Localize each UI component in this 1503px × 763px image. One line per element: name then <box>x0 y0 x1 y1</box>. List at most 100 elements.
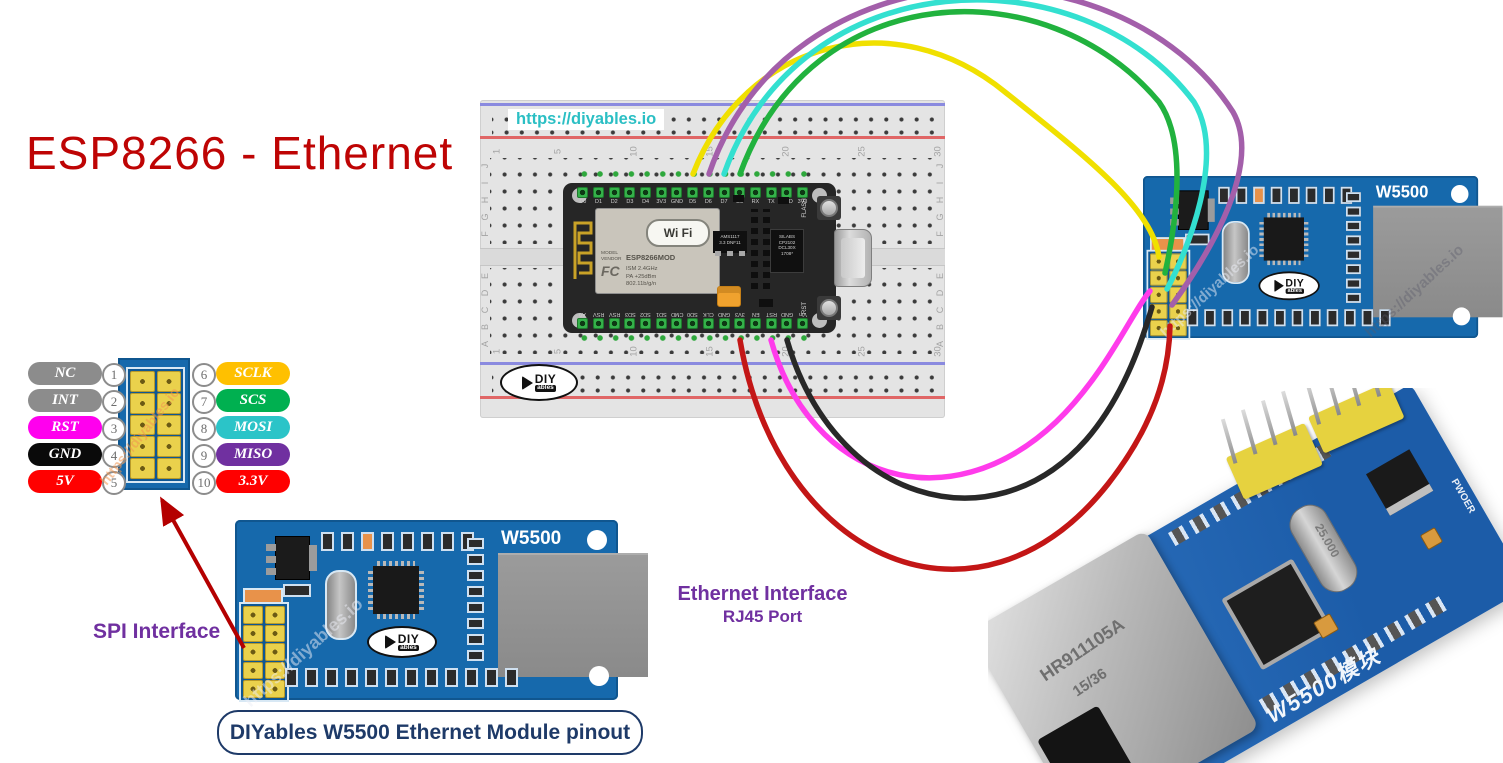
breadboard-mark: H <box>935 196 945 204</box>
voltage-regulator <box>266 536 317 580</box>
breadboard-mark: I <box>480 181 490 185</box>
spi-interface-label: SPI Interface <box>93 620 221 643</box>
smd-pad <box>425 668 438 687</box>
w5500-chip <box>368 561 424 619</box>
breadboard-mark: 25 <box>856 146 868 157</box>
breadboard-mark: 20 <box>780 346 792 357</box>
esp8266-pin-d6: D6 <box>701 187 717 205</box>
header-pin <box>1150 286 1168 303</box>
esp8266-board: D0D1D2D3D43V3GNDD5D6D7D8RXTXGND3V3 A0RSV… <box>563 183 872 333</box>
breadboard-rail-line <box>480 136 945 139</box>
spi-header <box>1148 251 1189 338</box>
esp8266-pin-3v3: 3V3 <box>732 311 748 329</box>
smd-pad <box>1221 309 1234 327</box>
regulator-text: 3.3 DNF11 <box>719 240 741 245</box>
pinout-pin-scs: SCS <box>216 389 290 412</box>
flash-button-cap <box>820 199 838 217</box>
breadboard-mark: E <box>935 273 945 280</box>
pinout-number: 3 <box>102 417 126 441</box>
chip-text: 1708* <box>780 250 793 256</box>
header-pin <box>243 680 263 698</box>
header-pin <box>1150 320 1168 337</box>
smd-pad <box>1185 233 1210 246</box>
rj45-part-number: HR911105A <box>1036 614 1129 686</box>
reset-label: RST <box>802 302 808 314</box>
smd-pad <box>325 668 338 687</box>
reset-button <box>817 296 841 320</box>
pinout-pin-nc: NC <box>28 362 102 385</box>
smd-part <box>778 197 789 204</box>
header-pin <box>156 414 181 436</box>
diyables-url-label: https://diyables.io <box>508 109 665 130</box>
breadboard-rail-line <box>480 396 945 399</box>
smd-pad <box>1346 264 1361 275</box>
regulator-legs <box>266 541 276 575</box>
pinout-number: 9 <box>192 444 216 468</box>
antenna-icon <box>573 221 593 279</box>
esp8266-pin-rx: RX <box>748 187 764 205</box>
smd-pad <box>1235 186 1248 204</box>
breadboard-mark: C <box>480 306 490 314</box>
breadboard-mark: C <box>935 306 945 314</box>
smd-pad <box>1253 186 1265 204</box>
smd-pad <box>505 668 518 687</box>
smd-pad <box>1346 206 1361 217</box>
header-pin <box>265 606 285 624</box>
smd-pad <box>345 668 358 687</box>
breadboard-mark: 1 <box>491 348 503 355</box>
header-pin <box>1169 286 1187 303</box>
smd-pad <box>445 668 458 687</box>
smd-pad <box>467 650 484 661</box>
smd-pad-row <box>321 532 474 551</box>
smd-pad <box>385 668 398 687</box>
esp8266-pin-d3: D3 <box>622 187 638 205</box>
photo-capacitor <box>1419 527 1444 551</box>
smd-pad <box>1274 309 1286 327</box>
diyables-logo: DIY ables <box>500 364 578 401</box>
vendor-label: VENDOR <box>601 256 622 262</box>
esp8266-pin-sd1: SD1 <box>653 311 669 329</box>
breadboard-green-row <box>575 166 815 178</box>
smd-pad <box>467 586 484 597</box>
smd-pad <box>321 532 334 551</box>
esp8266-pin-tx: TX <box>763 187 779 205</box>
diyables-play-icon <box>384 635 396 649</box>
voltage-regulator <box>1170 190 1215 230</box>
esp8266-pin-d1: D1 <box>591 187 607 205</box>
smd-pad <box>1291 309 1304 327</box>
header-pin <box>1169 270 1187 286</box>
esp8266-pin-sd0: SD0 <box>685 311 701 329</box>
smd-pad <box>285 668 298 687</box>
breadboard-mark: 25 <box>856 346 868 357</box>
header-pin <box>265 643 285 661</box>
pinout-number: 10 <box>192 471 216 495</box>
smd-pad <box>1346 249 1361 260</box>
esp8266-pin-sd2: SD2 <box>638 311 654 329</box>
header-pin <box>265 680 285 698</box>
regulator-legs <box>1170 194 1179 226</box>
pinout-number: 5 <box>102 471 126 495</box>
breadboard-mark: 5 <box>552 148 564 155</box>
smd-pad <box>485 668 498 687</box>
breadboard-mark: 10 <box>628 146 640 157</box>
esp8266-pin-clk: CLK <box>701 311 717 329</box>
smd-column <box>763 209 770 289</box>
w5500-chip <box>1259 212 1309 266</box>
header-pin <box>243 643 263 661</box>
mount-hole <box>1452 307 1471 326</box>
flash-label: FLASH <box>802 198 808 218</box>
esp8266-pin-cmd: CMD <box>669 311 685 329</box>
smd-pad <box>1361 309 1374 327</box>
breadboard-mark: 15 <box>704 346 716 357</box>
wifi-logo: Wi Fi <box>646 219 710 247</box>
header-pin <box>130 414 155 436</box>
crystal-oscillator <box>1221 221 1250 284</box>
header-pin <box>130 436 155 458</box>
diy-logo-subtext: ables <box>398 643 419 652</box>
header-pin <box>1169 303 1187 320</box>
spec-line: 802.11b/g/n <box>626 281 657 287</box>
smd-pad <box>467 618 484 629</box>
esp8266-pin-d7: D7 <box>716 187 732 205</box>
